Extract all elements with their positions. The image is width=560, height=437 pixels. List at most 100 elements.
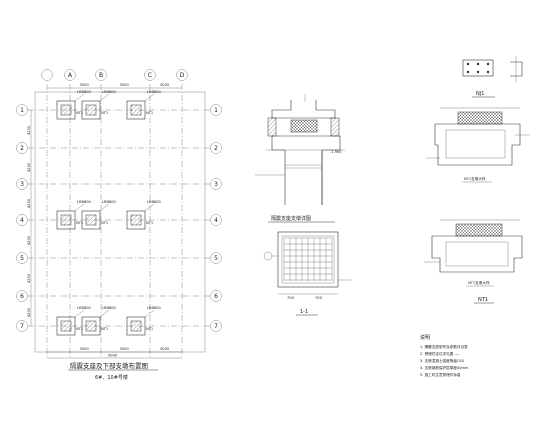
- pedestal-outline: [126, 316, 146, 336]
- bearing-label: LRB800: [77, 200, 92, 204]
- bearing-pedestals: LRB800NT1LRB800NT1LRB800NT1LRB800NT1LRB8…: [56, 90, 162, 336]
- bearing-leader: [144, 203, 155, 212]
- pedestal-outline: [56, 316, 76, 336]
- upper-beam: [271, 100, 336, 119]
- bearing-label: LRB800: [147, 90, 162, 94]
- nt1-pedestal-detail-a: NT1支墩大样: [426, 107, 530, 183]
- col-axis-label: A: [68, 72, 73, 79]
- row-axis-label-right: 7: [214, 323, 218, 330]
- notes-line-3: 3. 支墩混凝土强度等级C40: [420, 358, 465, 363]
- plan-grid-lines: [28, 84, 210, 358]
- section-mark: [263, 251, 273, 261]
- nt1a-rebar-cage: [445, 129, 506, 159]
- col-axis-label: C: [148, 72, 152, 79]
- nj1-plate: [462, 59, 494, 77]
- detail-top-title: 隔震支座支墩详图: [271, 215, 311, 222]
- bolt-hole: [486, 62, 490, 66]
- nt1b-rebar-cage: [445, 241, 509, 267]
- row-axis-bubble-left: [16, 252, 28, 264]
- bearing-leader: [144, 93, 155, 102]
- pedestal-tag: NT1: [101, 111, 108, 115]
- row-axis-label-left: 4: [20, 217, 24, 224]
- pedestal-outline: [126, 100, 146, 120]
- row-axis-label-right: 6: [214, 293, 218, 300]
- bearing-leader: [74, 93, 85, 102]
- dim-bottom-value: 3000: [120, 347, 130, 351]
- pedestal-tag: NT1: [76, 327, 83, 331]
- notes-line-5: 5. 施工时注意预埋件标高: [420, 372, 461, 377]
- row-axis-bubble-right: [210, 290, 222, 302]
- bearing-core: [60, 214, 72, 226]
- bearing-label: LRB800: [102, 200, 117, 204]
- bolt-hole: [476, 70, 480, 74]
- dim-left-value: 4200: [27, 235, 31, 245]
- bearing-label: LRB800: [147, 306, 162, 310]
- row-axis-bubble-left: [16, 290, 28, 302]
- bearing-leader: [99, 309, 110, 318]
- section-title: 1-1: [300, 309, 308, 315]
- plan-outline: [34, 91, 206, 353]
- row-axis-bubble-right: [210, 214, 222, 226]
- pedestal-tag: NT1: [146, 111, 153, 115]
- bolt-hole: [486, 70, 490, 74]
- row-axis-label-left: 6: [20, 293, 24, 300]
- bearing-core: [85, 104, 97, 116]
- col-axis-bubble: [176, 69, 188, 81]
- bearing-label: LRB800: [77, 306, 92, 310]
- isolation-bearing: [290, 119, 318, 133]
- bolt-hole: [466, 70, 470, 74]
- dim-left-value: 4200: [27, 273, 31, 283]
- row-axis-label-left: 1: [20, 107, 24, 114]
- plan-subtitle: 6#、10#号楼: [95, 374, 128, 381]
- bearing-core: [60, 320, 72, 332]
- bearing-core: [85, 214, 97, 226]
- nj1-title: NJ1: [476, 91, 484, 97]
- pedestal-outline: [56, 100, 76, 120]
- pedestal-tag: NT1: [146, 327, 153, 331]
- bearing-label: LRB800: [102, 306, 117, 310]
- dim-total-value: 9000: [108, 354, 118, 358]
- nt1b-bearing: [455, 223, 503, 237]
- row-axis-label-right: 1: [214, 107, 218, 114]
- bolt-hole: [476, 62, 480, 66]
- row-axis-bubble-right: [210, 252, 222, 264]
- pedestal-body: [271, 135, 341, 205]
- pedestal-tag: NT1: [101, 327, 108, 331]
- row-axis-label-right: 3: [214, 181, 218, 188]
- nt1-title: NT1: [478, 297, 488, 303]
- section-inner: [281, 235, 335, 284]
- bearing-core: [130, 214, 142, 226]
- dim-bottom-value: 3000: [160, 347, 170, 351]
- row-axis-bubble-left: [16, 214, 28, 226]
- section-dim-1: 700: [287, 296, 295, 300]
- col-axis-label: B: [99, 72, 103, 79]
- pedestal-tag: NT1: [146, 221, 153, 225]
- nt1-pedestal-detail-b: NT1支墩大样 NT1: [424, 219, 523, 304]
- pedestal-outline: [56, 210, 76, 230]
- nt1a-bearing: [457, 111, 503, 125]
- pedestal-detail: -1.900 隔震支座支墩详图: [255, 94, 345, 223]
- bearing-leader: [99, 203, 110, 212]
- bearing-core: [85, 320, 97, 332]
- dim-left-value: 4200: [27, 125, 31, 135]
- row-axis-label-left: 3: [20, 181, 24, 188]
- bearing-leader: [74, 203, 85, 212]
- row-axis-bubble-right: [210, 104, 222, 116]
- nt1b-pedestal: [431, 235, 523, 273]
- section-outer: [277, 231, 339, 288]
- bolt-hole: [466, 62, 470, 66]
- bearing-core: [130, 320, 142, 332]
- dim-top-value: 3000: [80, 83, 90, 87]
- row-axis-label-right: 5: [214, 255, 218, 262]
- row-axis-bubble-right: [210, 320, 222, 332]
- section-1-1: 700 700 1-1: [263, 231, 352, 316]
- pedestal-tag: NT1: [76, 111, 83, 115]
- bearing-leader: [74, 309, 85, 318]
- notes-line-2: 2. 预埋件定位详见图 ----: [420, 351, 460, 356]
- bearing-core: [60, 104, 72, 116]
- col-axis-bubble: [64, 69, 76, 81]
- nt1b-title: NT1支墩大样: [468, 280, 490, 285]
